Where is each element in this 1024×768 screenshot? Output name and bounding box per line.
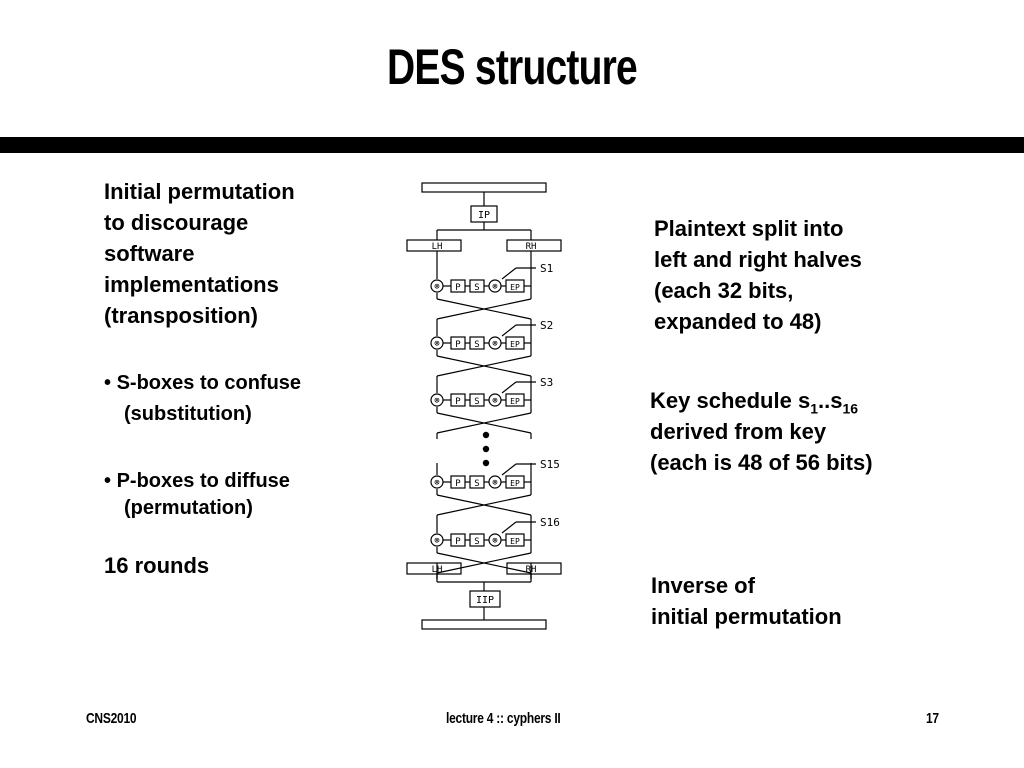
ip-description: Initial permutation to discourage softwa…	[104, 176, 295, 331]
key-schedule-description: Key schedule s1..s16 derived from key (e…	[650, 385, 873, 478]
xor-symbol: ⊗	[434, 282, 439, 292]
p-box-label: P	[455, 397, 461, 407]
rh-box	[506, 239, 562, 252]
des-structure-diagram: IP LH RH ⊗ P S ⊗ EP S1 ⊗ P S ⊗ EP S2 ⊗ P S ⊗ EP S3 ⊗ P S ⊗ EP S15 ⊗…	[406, 182, 562, 630]
sbox-bullet: • S-boxes to confuse (substitution)	[104, 370, 301, 428]
ip-desc-line: to discourage	[104, 210, 249, 235]
s-box-label: S	[474, 537, 479, 547]
s-box-label: S	[474, 479, 479, 489]
rounds-text: 16 rounds	[104, 553, 210, 578]
key-arrow	[501, 267, 517, 280]
iip-label: IIP	[476, 595, 494, 606]
bullet-marker: •	[104, 372, 112, 394]
key-arrow	[501, 521, 517, 534]
plaintext-line: expanded to 48)	[654, 309, 822, 334]
plaintext-bar	[421, 182, 547, 193]
pbox-line2: (permutation)	[124, 497, 253, 519]
footer-lecture: lecture 4 :: cyphers II	[446, 710, 561, 727]
ep-box-label: EP	[510, 283, 520, 292]
round-key-label-0: S1	[540, 262, 553, 275]
inverse-description: Inverse of initial permutation	[651, 570, 842, 632]
pbox-bullet: • P-boxes to diffuse (permutation)	[104, 468, 290, 522]
cross-wire	[436, 355, 532, 377]
inverse-line: initial permutation	[651, 604, 842, 629]
xor-symbol: ⊗	[434, 396, 439, 406]
sbox-line1: S-boxes to confuse	[116, 372, 302, 394]
pbox-line1: P-boxes to diffuse	[116, 470, 290, 492]
iip-box	[469, 590, 501, 608]
keysched-sub: 1	[810, 400, 818, 417]
inverse-line: Inverse of	[651, 573, 755, 598]
xor-symbol: ⊗	[434, 536, 439, 546]
s-box-label: S	[474, 283, 479, 293]
xor-symbol: ⊗	[492, 339, 497, 349]
key-arrow	[501, 463, 517, 476]
keysched-sub: 16	[842, 400, 859, 417]
lh-bottom-box	[406, 562, 462, 575]
keysched-text: Key schedule s	[650, 388, 811, 413]
cross-wire	[436, 494, 532, 516]
p-box-label: P	[455, 340, 461, 350]
lh-bottom-label: LH	[432, 565, 443, 575]
xor-symbol: ⊗	[492, 282, 497, 292]
xor-symbol: ⊗	[492, 536, 497, 546]
p-box-label: P	[455, 479, 461, 489]
plaintext-line: left and right halves	[654, 247, 862, 272]
sbox-line2: (substitution)	[124, 403, 252, 425]
ip-desc-line: (transposition)	[104, 303, 258, 328]
round-key-label-2: S3	[540, 376, 553, 389]
ip-desc-line: software	[104, 241, 195, 266]
ep-box-label: EP	[510, 479, 520, 488]
keysched-line1: Key schedule s1..s16	[650, 385, 873, 416]
keysched-line3: (each is 48 of 56 bits)	[650, 450, 873, 475]
slide-title: DES structure	[387, 39, 638, 95]
ellipsis-dot	[482, 431, 490, 439]
plaintext-line: (each 32 bits,	[654, 278, 794, 303]
xor-symbol: ⊗	[492, 396, 497, 406]
key-arrow	[501, 381, 517, 394]
footer-page-number: 17	[926, 710, 939, 727]
s-box-label: S	[474, 340, 479, 350]
footer-course: CNS2010	[86, 710, 137, 727]
cross-wire	[436, 298, 532, 320]
xor-symbol: ⊗	[434, 478, 439, 488]
ep-box-label: EP	[510, 397, 520, 406]
p-box-label: P	[455, 537, 461, 547]
lh-box	[406, 239, 462, 252]
rh-bottom-box	[506, 562, 562, 575]
p-box-label: P	[455, 283, 461, 293]
cross-wire	[436, 412, 532, 434]
ellipsis-dot	[482, 445, 490, 453]
ellipsis-dot	[482, 459, 490, 467]
plaintext-line: Plaintext split into	[654, 216, 844, 241]
ip-label: IP	[478, 210, 490, 221]
ep-box-label: EP	[510, 537, 520, 546]
keysched-text: ..s	[817, 388, 843, 413]
round-key-label-4: S16	[540, 516, 560, 529]
ciphertext-bar	[421, 619, 547, 630]
ep-box-label: EP	[510, 340, 520, 349]
plaintext-description: Plaintext split into left and right halv…	[654, 213, 862, 337]
keysched-line2: derived from key	[650, 419, 827, 444]
round-key-label-1: S2	[540, 319, 553, 332]
ip-desc-line: Initial permutation	[104, 179, 295, 204]
title-divider	[0, 137, 1024, 153]
ip-desc-line: implementations	[104, 272, 279, 297]
rh-bottom-label: RH	[526, 565, 537, 575]
xor-symbol: ⊗	[434, 339, 439, 349]
s-box-label: S	[474, 397, 479, 407]
xor-symbol: ⊗	[492, 478, 497, 488]
round-key-label-3: S15	[540, 458, 560, 471]
lh-label: LH	[432, 242, 443, 252]
rh-label: RH	[526, 242, 537, 252]
bullet-marker: •	[104, 470, 112, 492]
cross-wire	[436, 552, 532, 574]
key-arrow	[501, 324, 517, 337]
